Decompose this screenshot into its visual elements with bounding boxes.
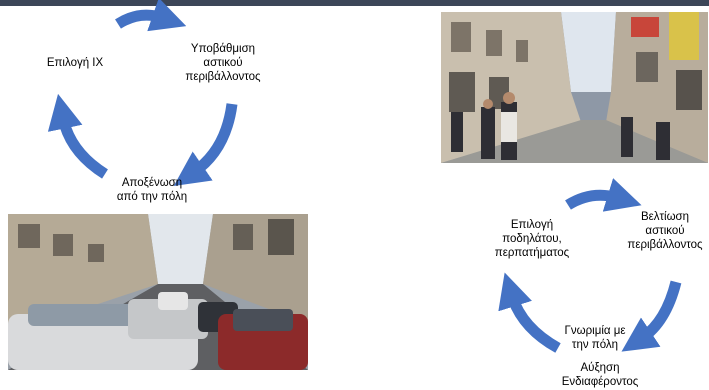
arrow-right-top <box>565 178 642 212</box>
traffic-street-photo <box>8 214 308 370</box>
node-line: αστικού <box>203 57 243 69</box>
node-line: περιβάλλοντος <box>185 71 261 83</box>
node-line: ποδηλάτου, <box>502 233 562 245</box>
pedestrian-street-photo <box>441 12 708 163</box>
node-line: Βελτίωση <box>640 211 690 223</box>
node-line: Αύξηση <box>580 362 620 374</box>
arrow-left-left <box>47 93 109 179</box>
node-improvement: Βελτίωση αστικού περιβάλλοντος <box>622 210 708 252</box>
node-car-choice: Επιλογή ΙΧ <box>30 56 120 70</box>
node-line: αστικού <box>645 225 685 237</box>
node-line: από την πόλη <box>116 191 188 203</box>
node-alienation: Αποξένωση από την πόλη <box>100 176 204 204</box>
node-line: Αποξένωση <box>121 177 183 189</box>
arrow-left-right <box>173 103 238 186</box>
arrow-left-top <box>115 0 187 32</box>
top-bar <box>0 0 709 6</box>
node-line: Επιλογή ΙΧ <box>46 57 104 69</box>
node-line: περιβάλλοντος <box>627 239 703 251</box>
node-bike-choice: Επιλογή ποδηλάτου, περπατήματος <box>486 218 578 260</box>
node-line: Υποβάθμιση <box>190 43 256 55</box>
arrow-right-right <box>621 280 682 352</box>
node-line: την πόλη <box>571 339 619 351</box>
arrow-right-left <box>498 272 561 353</box>
node-line: Επιλογή <box>510 219 554 231</box>
node-degradation: Υποβάθμιση αστικού περιβάλλοντος <box>168 42 278 84</box>
node-interest: Αύξηση Ενδιαφέροντος <box>548 361 652 389</box>
node-line: Ενδιαφέροντος <box>561 376 639 388</box>
node-line: Γνωριμία με <box>564 325 626 337</box>
node-line: περπατήματος <box>494 247 570 259</box>
node-acquaintance: Γνωριμία με την πόλη <box>550 324 640 352</box>
